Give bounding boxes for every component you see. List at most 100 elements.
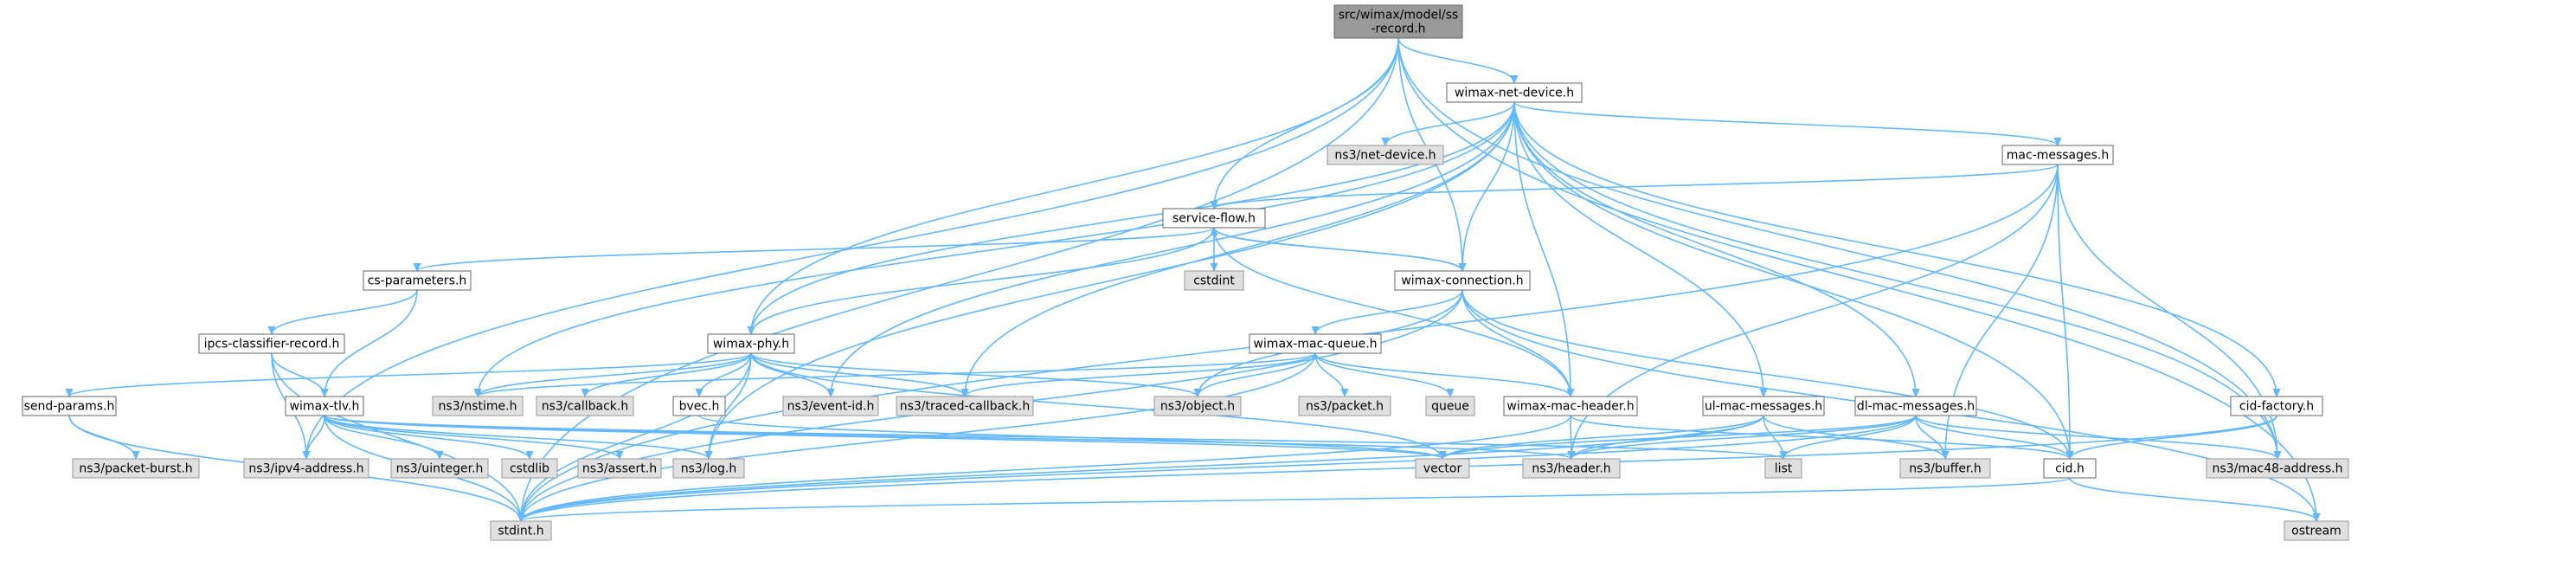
- edge-wimax-phy-to-vector: [750, 352, 1442, 459]
- node-box-service-flow[interactable]: [1162, 208, 1266, 229]
- node-box-wimax-phy[interactable]: [707, 333, 795, 354]
- node-label-packet: ns3/packet.h: [1306, 399, 1384, 413]
- node-label-nstime: ns3/nstime.h: [439, 399, 517, 413]
- edge-wimax-phy-to-send-params: [69, 352, 752, 397]
- node-box-wimax-mac-queue[interactable]: [1249, 333, 1382, 354]
- node-box-mac-messages[interactable]: [2001, 145, 2114, 165]
- node-buffer: ns3/buffer.h: [1899, 458, 1991, 479]
- node-header: ns3/header.h: [1522, 458, 1621, 479]
- node-label-net-device: ns3/net-device.h: [1334, 148, 1436, 162]
- edge-wimax-tlv-to-cstdlib: [324, 415, 530, 459]
- node-box-bvec[interactable]: [672, 396, 726, 416]
- edge-mac-messages-to-service-flow: [1214, 164, 2059, 209]
- node-label-cid: cid.h: [2055, 461, 2085, 475]
- node-ipcs-classifier-record[interactable]: ipcs-classifier-record.h: [198, 333, 345, 354]
- node-box-wimax-net-device[interactable]: [1446, 82, 1583, 103]
- node-mac-messages[interactable]: mac-messages.h: [2001, 145, 2114, 165]
- node-label-queue: queue: [1431, 399, 1469, 413]
- node-box-wimax-mac-header[interactable]: [1503, 396, 1638, 416]
- edge-ss-record-to-wimax-phy: [751, 37, 1399, 334]
- node-box-send-params[interactable]: [22, 396, 117, 416]
- node-bvec[interactable]: bvec.h: [672, 396, 726, 416]
- node-box-ss-record[interactable]: [1333, 4, 1463, 39]
- node-label-ipcs-classifier-record: ipcs-classifier-record.h: [204, 337, 340, 351]
- edge-wimax-tlv-to-uinteger: [324, 415, 440, 459]
- edge-wimax-tlv-to-ipv4-address: [306, 415, 325, 459]
- node-cid[interactable]: cid.h: [2043, 458, 2097, 479]
- node-box-cstdlib: [501, 458, 558, 479]
- edge-wimax-connection-to-wimax-mac-queue: [1315, 289, 1463, 334]
- edge-cs-parameters-to-ipcs-classifier-record: [272, 289, 418, 334]
- edge-wimax-net-device-to-mac48-address: [1513, 101, 2277, 459]
- node-box-cid[interactable]: [2043, 458, 2097, 479]
- node-box-buffer: [1899, 458, 1991, 479]
- node-ostream: ostream: [2284, 520, 2349, 541]
- edge-ss-record-to-service-flow: [1214, 37, 1399, 209]
- edge-cs-parameters-to-wimax-tlv: [324, 289, 418, 397]
- node-wimax-connection[interactable]: wimax-connection.h: [1394, 270, 1531, 291]
- node-box-packet-burst: [72, 458, 200, 479]
- node-box-cs-parameters[interactable]: [363, 270, 472, 291]
- node-wimax-mac-queue[interactable]: wimax-mac-queue.h: [1249, 333, 1382, 354]
- edge-dl-mac-messages-to-buffer: [1915, 415, 1945, 459]
- edge-wimax-tlv-to-log: [324, 415, 709, 459]
- edge-dl-mac-messages-to-list: [1783, 415, 1917, 459]
- node-cs-parameters[interactable]: cs-parameters.h: [363, 270, 472, 291]
- node-box-wimax-connection[interactable]: [1394, 270, 1531, 291]
- node-queue: queue: [1425, 396, 1475, 416]
- node-wimax-mac-header[interactable]: wimax-mac-header.h: [1503, 396, 1638, 416]
- node-wimax-phy[interactable]: wimax-phy.h: [707, 333, 795, 354]
- edge-wimax-mac-queue-to-traced-callback: [965, 352, 1316, 397]
- edge-wimax-phy-to-traced-callback: [750, 352, 965, 397]
- node-box-queue: [1425, 396, 1475, 416]
- edge-ss-record-to-mac48-address: [1397, 37, 2277, 459]
- node-send-params[interactable]: send-params.h: [22, 396, 117, 416]
- node-service-flow[interactable]: service-flow.h: [1162, 208, 1266, 229]
- edge-send-params-to-packet-burst: [68, 415, 136, 459]
- node-ss-record[interactable]: src/wimax/model/ss-record.h: [1333, 4, 1463, 39]
- node-box-log: [672, 458, 745, 479]
- node-box-dl-mac-messages[interactable]: [1854, 396, 1977, 416]
- node-mac48-address: ns3/mac48-address.h: [2206, 458, 2349, 479]
- edge-wimax-phy-to-log: [709, 352, 752, 459]
- node-label-stdint: stdint.h: [498, 524, 543, 538]
- node-wimax-net-device[interactable]: wimax-net-device.h: [1446, 82, 1583, 103]
- edge-wimax-mac-queue-to-packet: [1314, 352, 1345, 397]
- node-callback: ns3/callback.h: [536, 396, 634, 416]
- node-box-cid-factory[interactable]: [2230, 396, 2323, 416]
- node-box-wimax-tlv[interactable]: [285, 396, 364, 416]
- node-wimax-tlv[interactable]: wimax-tlv.h: [285, 396, 364, 416]
- node-box-traced-callback: [896, 396, 1034, 416]
- node-log: ns3/log.h: [672, 458, 745, 479]
- node-box-ipv4-address: [243, 458, 369, 479]
- edge-dl-mac-messages-to-stdint: [521, 415, 1917, 521]
- node-box-ul-mac-messages[interactable]: [1702, 396, 1825, 416]
- node-net-device: ns3/net-device.h: [1327, 145, 1444, 165]
- node-ul-mac-messages[interactable]: ul-mac-messages.h: [1702, 396, 1825, 416]
- node-label-buffer: ns3/buffer.h: [1909, 461, 1982, 475]
- edge-dl-mac-messages-to-header: [1571, 415, 1917, 459]
- edge-wimax-connection-to-cid: [1461, 289, 2070, 459]
- edge-cid-to-ostream: [2069, 477, 2316, 521]
- edge-wimax-net-device-to-wimax-connection: [1462, 101, 1515, 271]
- node-label-assert: ns3/assert.h: [582, 461, 657, 475]
- edge-wimax-net-device-to-mac-messages: [1513, 101, 2058, 145]
- edge-ss-record-to-wimax-net-device: [1397, 37, 1514, 83]
- node-label-cs-parameters: cs-parameters.h: [368, 274, 467, 287]
- node-box-stdint: [490, 520, 552, 541]
- node-label-ostream: ostream: [2291, 524, 2342, 538]
- edge-wimax-phy-to-stdint: [521, 352, 752, 521]
- node-label-packet-burst: ns3/packet-burst.h: [79, 461, 192, 475]
- node-cid-factory[interactable]: cid-factory.h: [2230, 396, 2323, 416]
- node-label-mac48-address: ns3/mac48-address.h: [2213, 461, 2343, 475]
- node-box-ipcs-classifier-record[interactable]: [198, 333, 345, 354]
- node-dl-mac-messages[interactable]: dl-mac-messages.h: [1854, 396, 1977, 416]
- node-box-mac48-address: [2206, 458, 2349, 479]
- node-label-uinteger: ns3/uinteger.h: [396, 461, 484, 475]
- node-box-cstdint: [1184, 270, 1244, 291]
- edge-wimax-net-device-to-ul-mac-messages: [1513, 101, 1763, 397]
- node-nstime: ns3/nstime.h: [432, 396, 524, 416]
- edge-wimax-tlv-to-vector: [324, 415, 1442, 459]
- node-label-object: ns3/object.h: [1160, 399, 1235, 413]
- edge-mac-messages-to-cid: [2057, 164, 2070, 459]
